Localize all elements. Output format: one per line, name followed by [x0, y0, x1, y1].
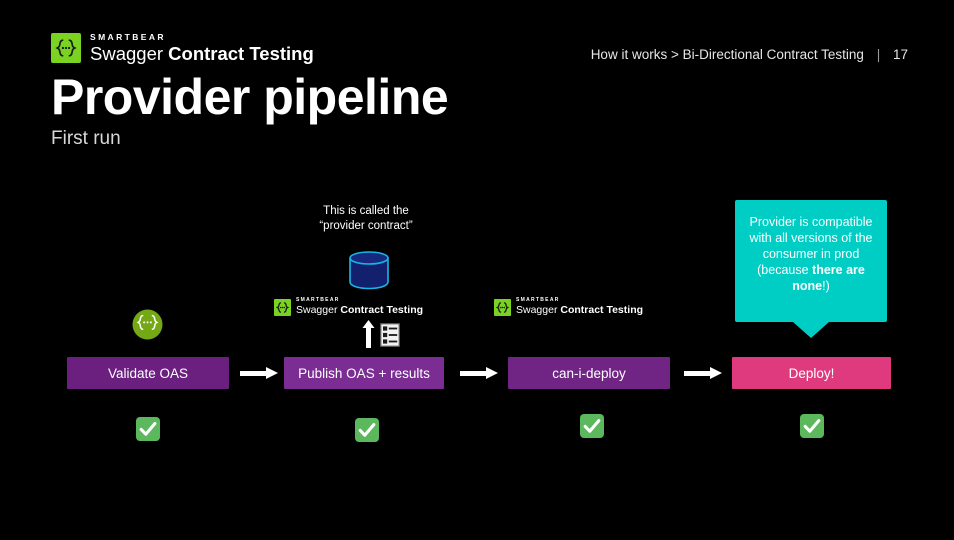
page-subtitle: First run	[51, 128, 121, 149]
brand-lockup: SMARTBEAR Swagger Contract Testing	[51, 33, 314, 63]
brand-smartbear-label: SMARTBEAR	[516, 297, 560, 303]
pipeline-stage-validate-oas[interactable]: Validate OAS	[67, 357, 229, 389]
brand-title-light: Swagger	[516, 304, 558, 316]
pipeline-stage-can-i-deploy[interactable]: can-i-deploy	[508, 357, 670, 389]
brand-title-bold: Contract Testing	[560, 304, 644, 316]
callout-text-after: !)	[822, 279, 830, 293]
stage-result-pass-icon	[580, 414, 604, 438]
brand-lockup-publish: SMARTBEAR Swagger Contract Testing	[274, 298, 423, 316]
arrow-head	[486, 367, 498, 379]
brand-title-light: Swagger	[90, 42, 164, 64]
provider-contract-annotation: This is called the “provider contract”	[296, 204, 436, 233]
pipeline-stage-publish-oas-results[interactable]: Publish OAS + results	[284, 357, 444, 389]
brand-title-bold: Contract Testing	[340, 304, 424, 316]
page-number: 17	[892, 47, 908, 62]
stage-label: Deploy!	[788, 365, 835, 381]
flow-arrow-icon	[684, 367, 722, 380]
stage-label: can-i-deploy	[552, 365, 626, 381]
brand-product-title: Swagger Contract Testing	[516, 305, 643, 316]
brand-product-title: Swagger Contract Testing	[296, 305, 423, 316]
stage-result-pass-icon	[355, 418, 379, 442]
swagger-braces-icon	[274, 298, 291, 316]
flow-arrow-icon	[240, 367, 278, 380]
annotation-line-1: This is called the	[323, 205, 409, 217]
checklist-icon	[380, 323, 400, 347]
provider-compatibility-callout: Provider is compatible with all versions…	[735, 200, 887, 322]
callout-text-emphasis: there are none	[792, 263, 865, 293]
brand-title-bold: Contract Testing	[168, 42, 314, 64]
brand-product-title: Swagger Contract Testing	[90, 42, 314, 64]
brand-smartbear-label: SMARTBEAR	[296, 297, 340, 303]
flow-arrow-icon	[460, 367, 498, 380]
swagger-braces-icon	[494, 298, 511, 316]
arrow-shaft	[240, 371, 267, 376]
stage-label: Publish OAS + results	[298, 365, 430, 381]
up-arrow-icon	[362, 320, 375, 348]
swagger-braces-icon	[51, 33, 81, 63]
annotation-line-2: “provider contract”	[319, 219, 413, 232]
brand-words: SMARTBEAR Swagger Contract Testing	[516, 298, 643, 316]
stage-result-pass-icon	[800, 414, 824, 438]
pipeline-stage-deploy[interactable]: Deploy!	[732, 357, 891, 389]
callout-text: Provider is compatible with all versions…	[735, 214, 887, 294]
page-title: Provider pipeline	[51, 69, 449, 125]
breadcrumb: How it works > Bi-Directional Contract T…	[591, 47, 908, 62]
brand-words: SMARTBEAR Swagger Contract Testing	[296, 298, 423, 316]
swagger-circle-icon	[132, 309, 163, 340]
callout-text-before: Provider is compatible with all versions…	[749, 215, 873, 277]
arrow-shaft	[460, 371, 487, 376]
brand-smartbear-label: SMARTBEAR	[90, 32, 166, 42]
breadcrumb-path: How it works > Bi-Directional Contract T…	[590, 47, 864, 62]
breadcrumb-separator: |	[876, 47, 881, 62]
brand-words: SMARTBEAR Swagger Contract Testing	[90, 33, 314, 63]
arrow-head	[710, 367, 722, 379]
callout-tail	[793, 322, 829, 338]
arrow-head	[266, 367, 278, 379]
stage-label: Validate OAS	[107, 365, 189, 381]
stage-result-pass-icon	[136, 417, 160, 441]
arrow-shaft	[684, 371, 711, 376]
brand-lockup-can-i-deploy: SMARTBEAR Swagger Contract Testing	[494, 298, 643, 316]
database-cylinder-icon	[348, 250, 390, 290]
brand-title-light: Swagger	[296, 304, 338, 316]
